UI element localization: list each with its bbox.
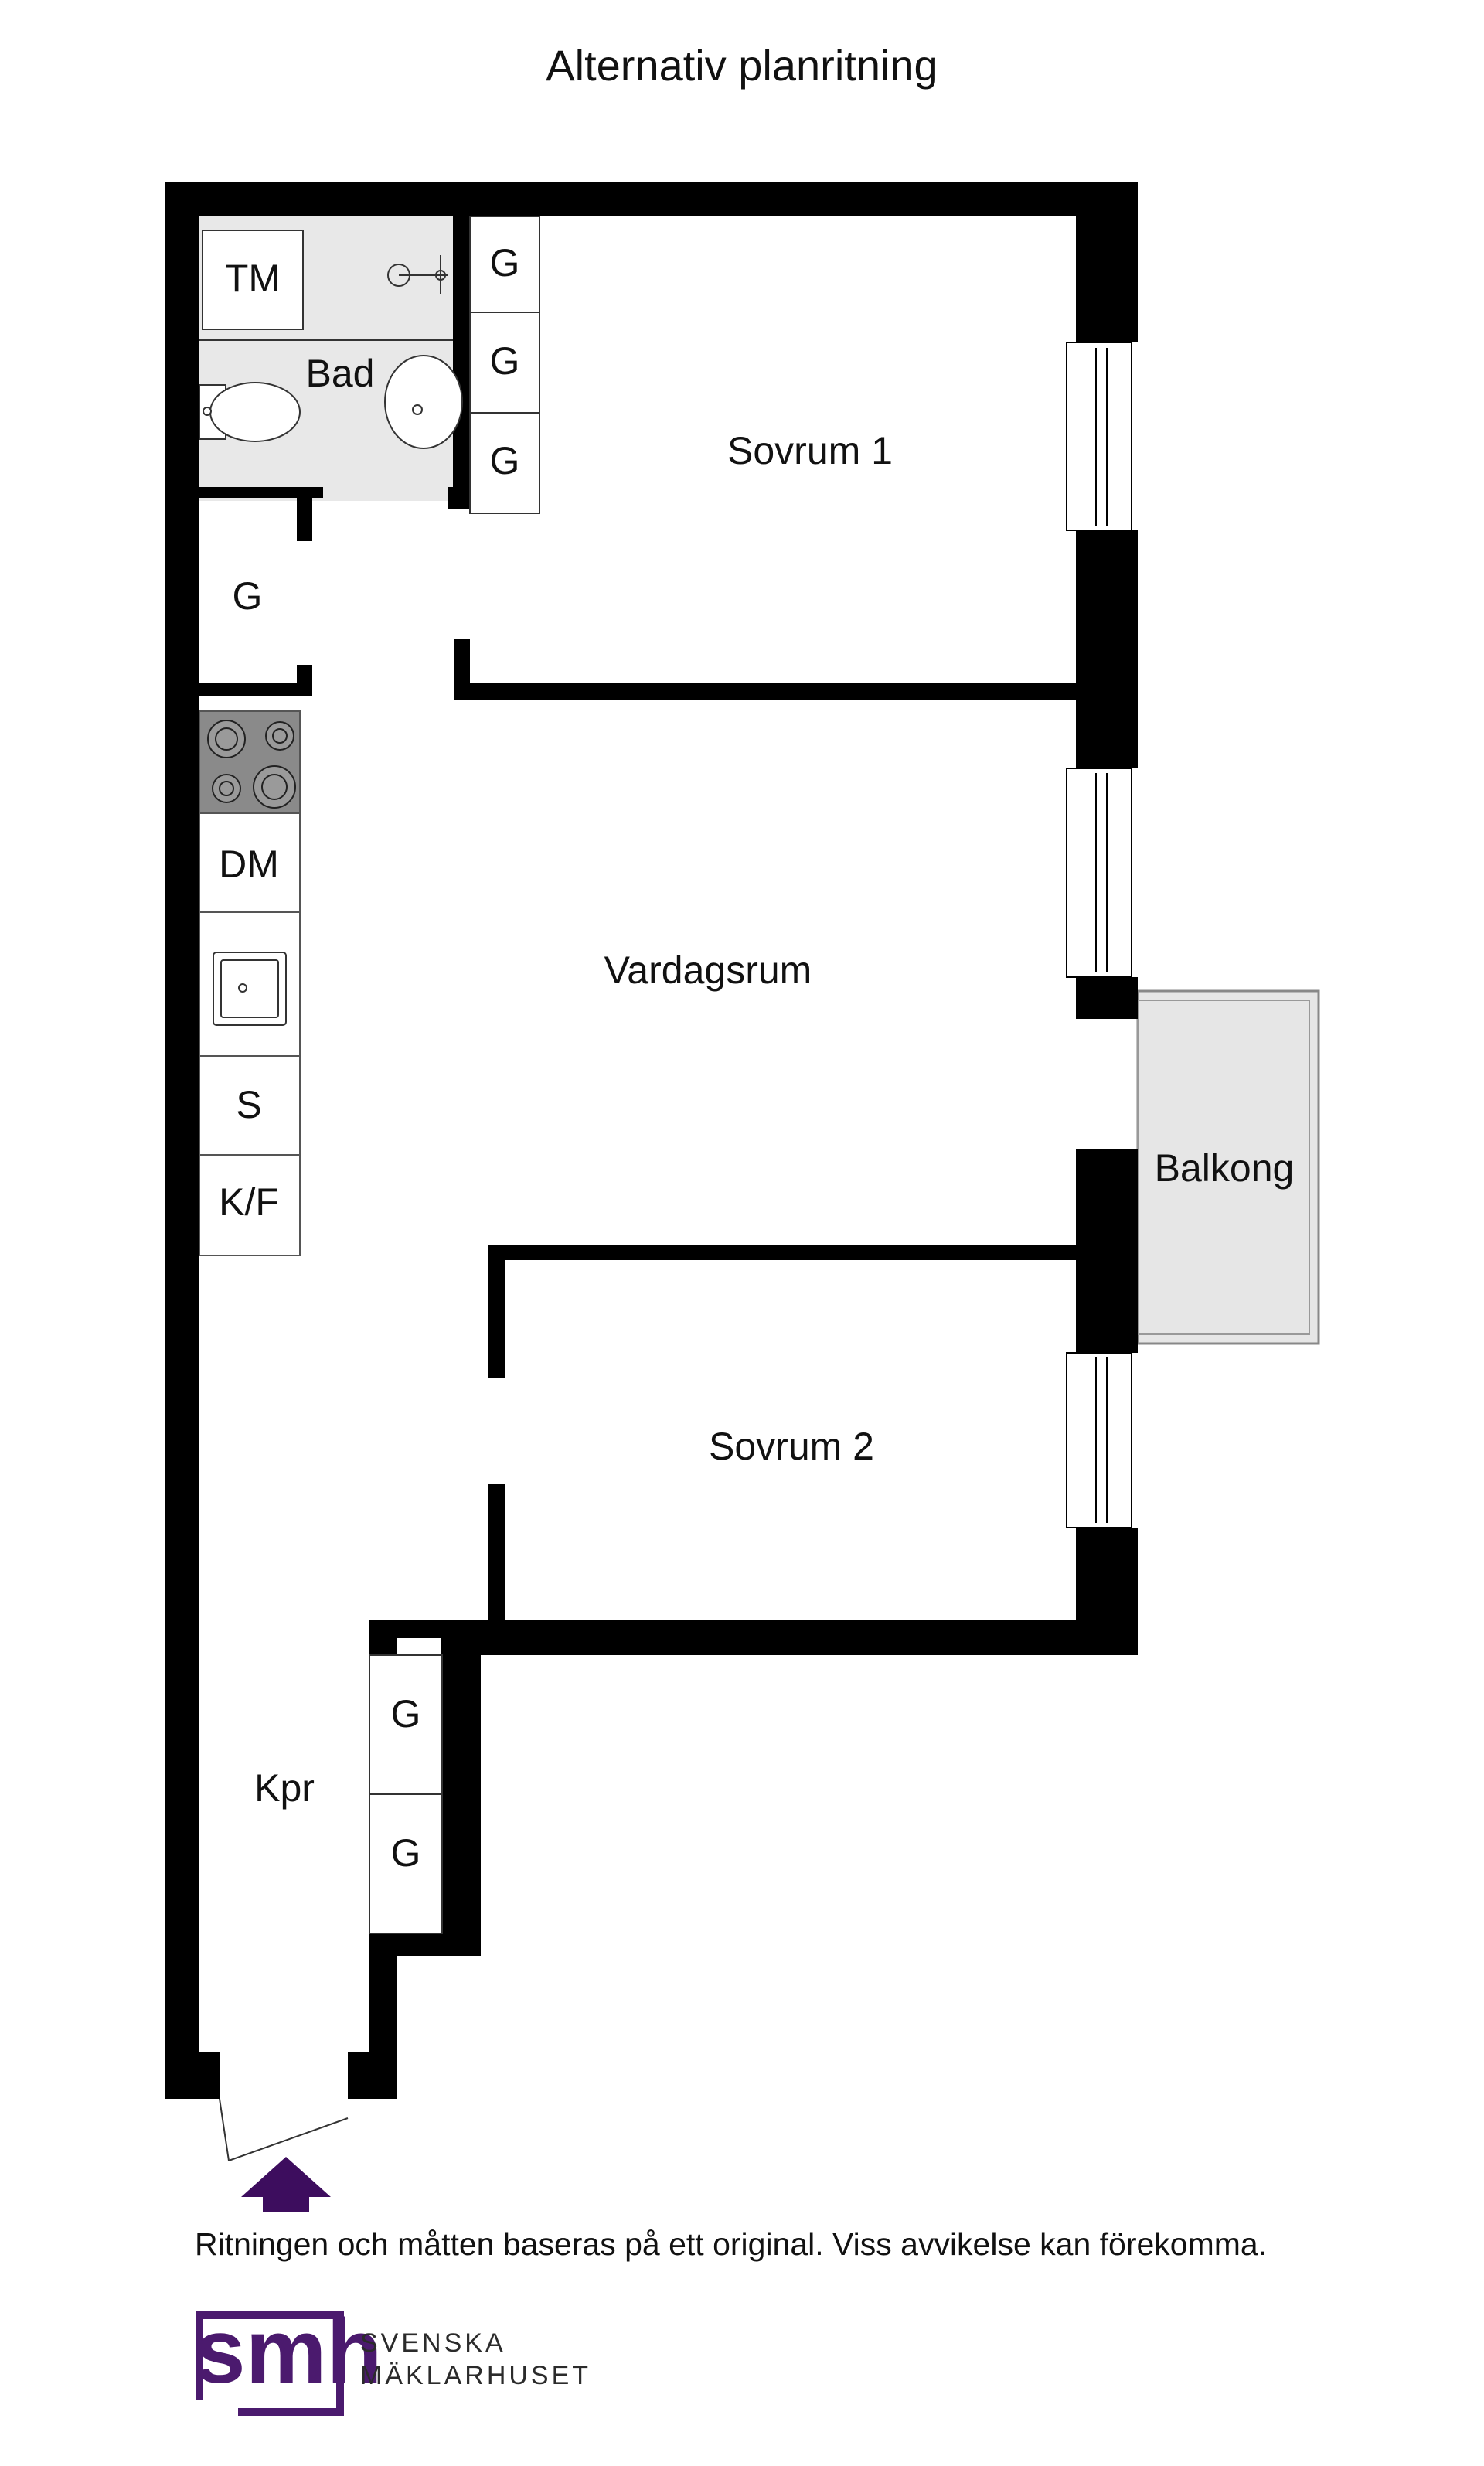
entrance-arrow-icon [241,2157,331,2212]
svg-text:smh: smh [195,2301,383,2403]
wardrobe-boxes [369,216,540,1934]
toilet-icon [199,382,301,442]
room-label-bad: Bad [306,352,375,395]
room-label-g-hall: G [233,574,263,618]
disclaimer-text: Ritningen och måtten baseras på ett orig… [195,2226,1268,2262]
exterior-walls [165,182,1138,2099]
wardrobe-label: G [391,1692,421,1735]
entrance-door [219,2098,349,2161]
kitchen-label-dm: DM [219,843,279,886]
wardrobe-label: G [490,339,520,383]
wardrobe-label: G [391,1831,421,1875]
room-label-tm: TM [225,257,281,300]
balcony-floor [1136,989,1320,1345]
smh-logo-icon: smh [195,2301,383,2416]
brand-name: SVENSKA MÄKLARHUSET [360,2327,591,2392]
windows [1066,342,1132,1528]
wardrobe-label: G [490,439,520,482]
sink-icon [384,355,463,449]
brand-line-2: MÄKLARHUSET [360,2361,592,2390]
plan-title: Alternativ planritning [546,41,938,90]
kitchen-label-s: S [236,1083,261,1126]
room-label-sovrum2: Sovrum 2 [709,1425,874,1468]
kitchen-sink-icon [213,952,287,1026]
interior-walls [199,215,1077,1620]
room-label-vardagsrum: Vardagsrum [604,949,812,992]
wardrobe-label: G [490,241,520,284]
room-label-sovrum1: Sovrum 1 [727,429,893,472]
brand-line-1: SVENSKA [360,2328,506,2358]
washer-box [202,230,304,330]
kitchen-label-kf: K/F [219,1180,279,1224]
shower-icon [387,255,448,294]
room-label-kpr: Kpr [254,1766,315,1810]
room-label-balkong: Balkong [1155,1146,1295,1190]
stove-icon [207,720,296,809]
